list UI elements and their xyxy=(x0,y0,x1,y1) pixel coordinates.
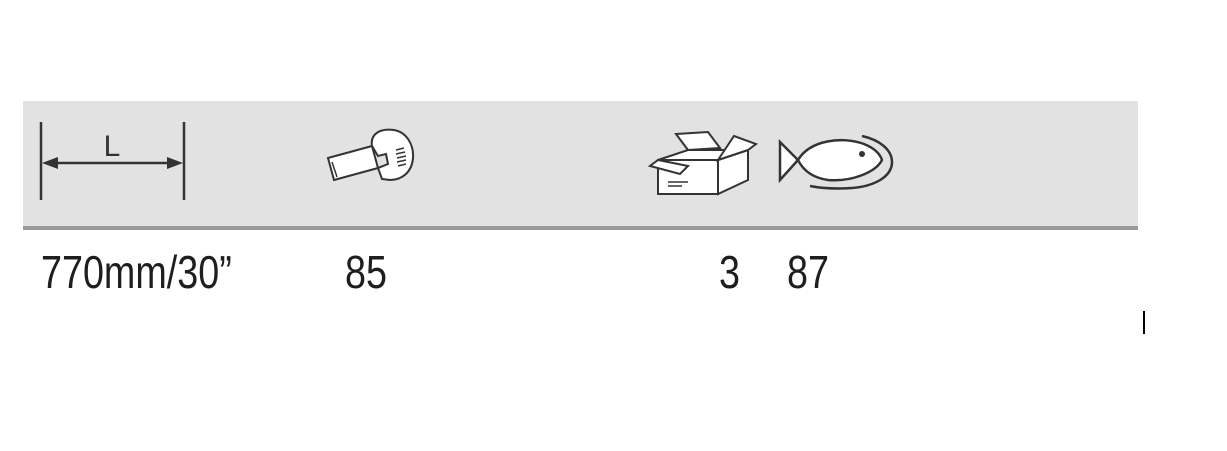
spec-header-band xyxy=(23,101,1138,227)
length-dimension-icon: L xyxy=(36,118,196,204)
fish-value: 87 xyxy=(787,246,829,298)
pack-quantity-value: 3 xyxy=(719,246,740,298)
fish-icon xyxy=(776,128,902,194)
text-cursor xyxy=(1143,311,1145,334)
length-value: 770mm/30” xyxy=(41,246,232,298)
spec-header-divider xyxy=(23,226,1138,230)
length-label: L xyxy=(104,130,121,163)
adjustable-wrench-icon xyxy=(320,124,420,190)
jaw-opening-value: 85 xyxy=(345,246,387,298)
open-box-icon xyxy=(647,128,760,198)
